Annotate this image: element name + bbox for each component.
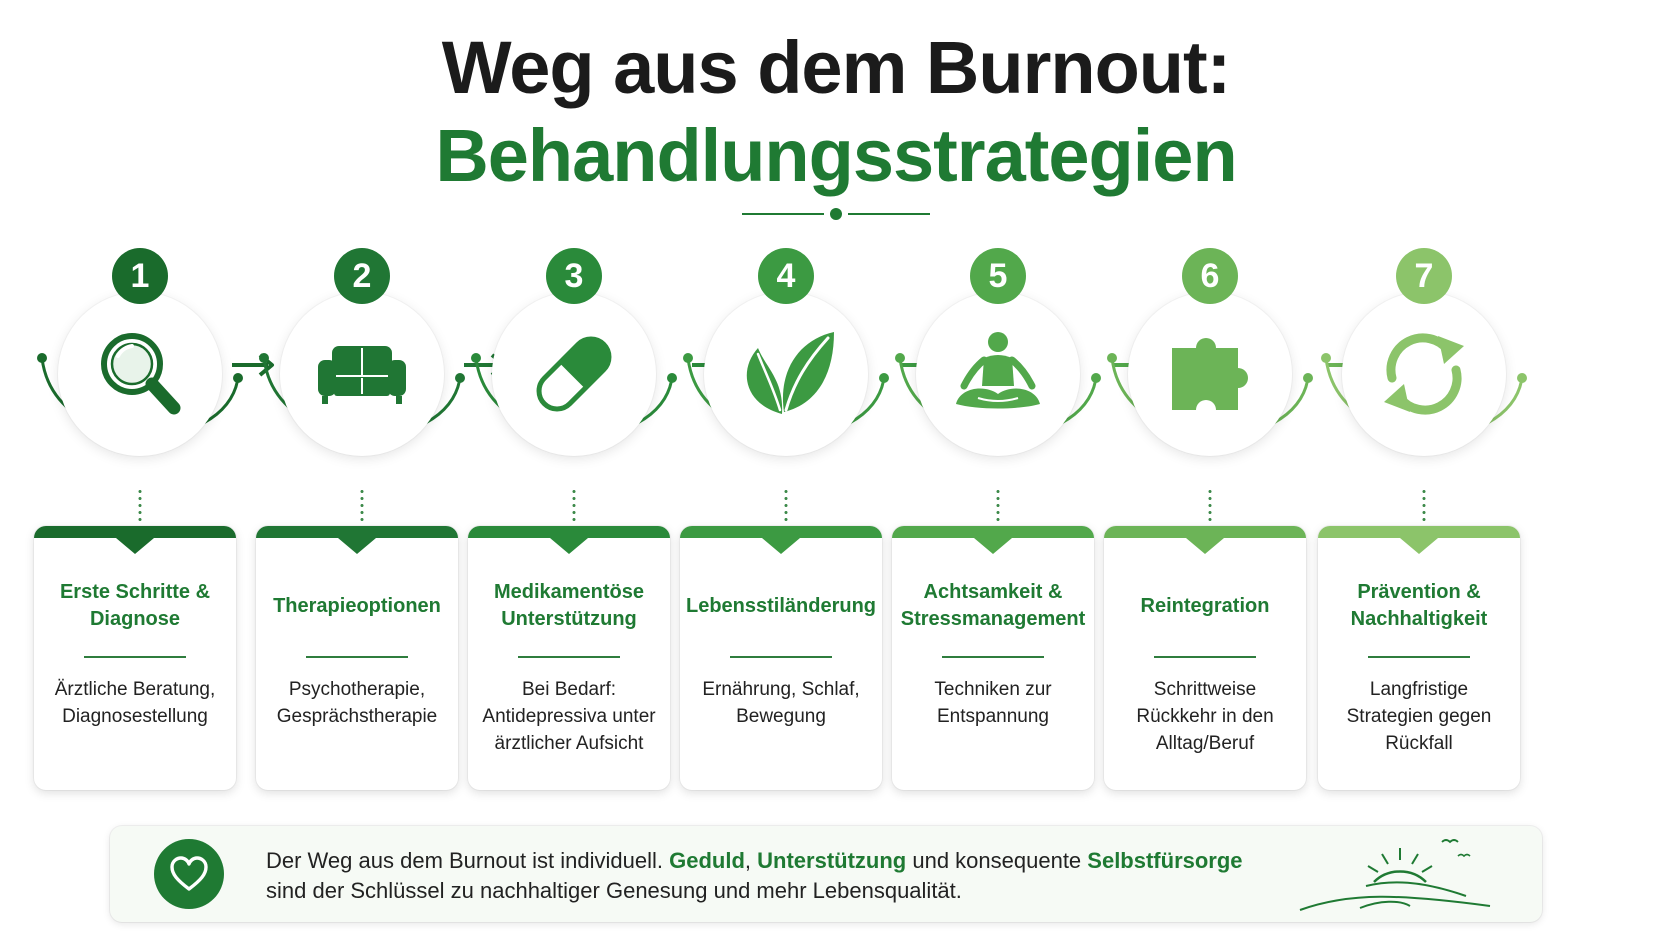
step-title-rule — [1154, 656, 1256, 658]
title-divider — [742, 208, 930, 220]
step-connector-dots — [996, 488, 1000, 524]
magnifier-icon — [101, 333, 181, 415]
banner-part-3: sind der Schlüssel zu nachhaltiger Genes… — [266, 878, 962, 903]
step-title: Achtsamkeit & Stressmanagement — [900, 581, 1086, 630]
sunrise-icon — [1299, 839, 1491, 911]
step-number-badge: 3 — [546, 248, 602, 304]
banner-highlight-unterstuetzung: Unterstützung — [757, 848, 907, 873]
step-connector-dots — [1422, 488, 1426, 524]
banner-part-1: Der Weg aus dem Burnout ist individuell. — [266, 848, 670, 873]
step-title-rule — [730, 656, 832, 658]
page-title: Weg aus dem Burnout: Behandlungsstrategi… — [0, 24, 1672, 200]
step-number-badge: 4 — [758, 248, 814, 304]
step-title: Erste Schritte & Diagnose — [59, 581, 211, 630]
card-header-band — [34, 526, 236, 554]
card-header-band — [468, 526, 670, 554]
banner-text: Der Weg aus dem Burnout ist individuell.… — [266, 846, 1266, 906]
leaf-icon — [746, 332, 834, 414]
step-title: Medikamentöse Unterstützung — [493, 581, 645, 630]
step-icon-circle — [916, 292, 1080, 456]
step-description: Ernährung, Schlaf, Bewegung — [702, 679, 860, 727]
step-title: Prävention & Nachhaltigkeit — [1350, 581, 1488, 630]
card-header-band — [680, 526, 882, 554]
pill-icon — [536, 336, 612, 412]
step-description: Bei Bedarf: Antidepressiva unter ärztlic… — [482, 679, 656, 754]
step-title-rule — [84, 656, 186, 658]
step-title: Lebensstiländerung — [685, 594, 877, 617]
refresh-icon — [1384, 333, 1464, 415]
step-icon-circle — [280, 292, 444, 456]
meditation-icon — [956, 332, 1040, 409]
step-connector-dots — [784, 488, 788, 524]
banner-highlight-selbstfuersorge: Selbstfürsorge — [1087, 848, 1243, 873]
step-title-rule — [1368, 656, 1470, 658]
step-icon-circle — [704, 292, 868, 456]
step-title-rule — [942, 656, 1044, 658]
puzzle-icon — [1172, 337, 1248, 410]
couch-icon — [318, 346, 406, 404]
step-number-badge: 2 — [334, 248, 390, 304]
step-description: Techniken zur Entspannung — [934, 679, 1052, 727]
title-line-1: Weg aus dem Burnout: — [441, 26, 1232, 109]
step-connector-dots — [572, 488, 576, 524]
step-number-badge: 7 — [1396, 248, 1452, 304]
heart-badge — [154, 839, 224, 909]
banner-highlight-geduld: Geduld — [669, 848, 745, 873]
step-icon-circle — [1342, 292, 1506, 456]
heart-icon — [170, 856, 208, 891]
step-number-badge: 1 — [112, 248, 168, 304]
step-title: Reintegration — [1140, 594, 1270, 617]
step-title-rule — [518, 656, 620, 658]
card-header-band — [256, 526, 458, 554]
step-number-badge: 5 — [970, 248, 1026, 304]
title-line-2: Behandlungsstrategien — [435, 114, 1237, 197]
card-header-band — [1104, 526, 1306, 554]
step-number-badge: 6 — [1182, 248, 1238, 304]
banner-sep-1: , — [744, 848, 758, 873]
step-icon-circle — [58, 292, 222, 456]
step-icon-circle — [1128, 292, 1292, 456]
step-connector-dots — [360, 488, 364, 524]
step-description: Langfristige Strategien gegen Rückfall — [1346, 679, 1492, 754]
card-header-band — [892, 526, 1094, 554]
step-icon-circle — [492, 292, 656, 456]
card-header-band — [1318, 526, 1520, 554]
step-description: Psychotherapie, Gesprächstherapie — [276, 679, 438, 727]
step-description: Ärztliche Beratung, Diagnosestellung — [54, 679, 216, 727]
step-title: Therapieoptionen — [273, 594, 441, 617]
step-connector-dots — [138, 488, 142, 524]
banner-part-2: und konsequente — [906, 848, 1088, 873]
step-title-rule — [306, 656, 408, 658]
step-description: Schrittweise Rückkehr in den Alltag/Beru… — [1136, 679, 1274, 754]
step-connector-dots — [1208, 488, 1212, 524]
summary-banner: Der Weg aus dem Burnout ist individuell.… — [110, 826, 1542, 922]
